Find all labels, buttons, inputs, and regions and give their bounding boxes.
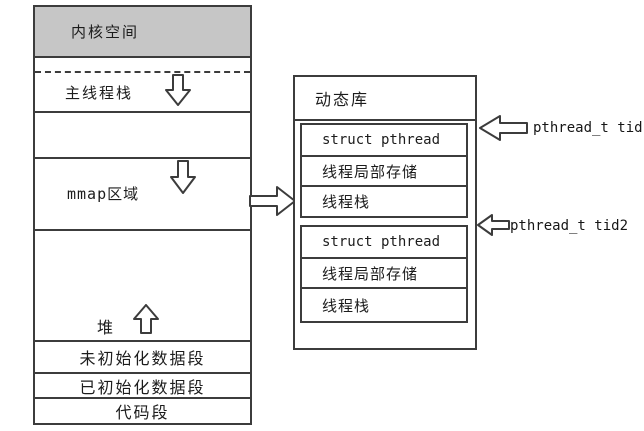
- pthread-tid1-label: pthread_t tid: [533, 120, 643, 136]
- thread-stack-row: 线程栈: [302, 187, 466, 216]
- thread-local-storage-label: 线程局部存储: [322, 162, 419, 181]
- down-arrow-icon: [170, 160, 196, 195]
- unused-gap-segment: [35, 113, 250, 160]
- process-address-space-column: 内核空间 主线程栈 mmap区域 堆: [33, 5, 252, 425]
- code-segment-label: 代码段: [115, 403, 170, 422]
- struct-pthread-row: struct pthread: [302, 125, 466, 157]
- main-thread-stack-label: 主线程栈: [65, 83, 134, 102]
- mmap-area-segment: mmap区域: [35, 159, 250, 231]
- right-arrow-icon: [249, 185, 297, 217]
- stack-top-strip: [35, 58, 250, 74]
- kernel-space-segment: 内核空间: [35, 7, 250, 59]
- struct-pthread-label: struct pthread: [322, 234, 441, 250]
- down-arrow-icon: [165, 74, 191, 107]
- initialized-data-label: 已初始化数据段: [79, 377, 206, 397]
- dynamic-library-header: 动态库: [295, 77, 475, 121]
- dynamic-library-box: 动态库 struct pthread 线程局部存储 线程栈 struct pth…: [293, 75, 477, 350]
- thread-local-storage-row: 线程局部存储: [302, 259, 466, 289]
- initialized-data-segment: 已初始化数据段: [35, 374, 250, 399]
- left-arrow-icon: [478, 115, 528, 141]
- heap-label-group: 堆: [97, 304, 160, 338]
- kernel-space-label: 内核空间: [71, 23, 140, 42]
- code-segment: 代码段: [35, 399, 250, 423]
- heap-segment: 堆: [35, 231, 250, 343]
- left-arrow-icon: [476, 214, 510, 236]
- struct-pthread-label: struct pthread: [322, 132, 441, 148]
- uninitialized-data-segment: 未初始化数据段: [35, 342, 250, 374]
- thread-block-1: struct pthread 线程局部存储 线程栈: [300, 123, 468, 218]
- up-arrow-icon: [133, 304, 160, 338]
- thread-stack-row: 线程栈: [302, 289, 466, 321]
- mmap-area-label: mmap区域: [67, 185, 140, 204]
- heap-label: 堆: [97, 318, 116, 338]
- thread-stack-label: 线程栈: [322, 296, 371, 315]
- thread-local-storage-label: 线程局部存储: [322, 264, 419, 283]
- main-thread-stack-segment: 主线程栈: [35, 73, 250, 113]
- dynamic-library-label: 动态库: [315, 90, 370, 109]
- struct-pthread-row: struct pthread: [302, 227, 466, 259]
- uninitialized-data-label: 未初始化数据段: [79, 349, 206, 369]
- thread-stack-label: 线程栈: [322, 193, 371, 211]
- thread-local-storage-row: 线程局部存储: [302, 157, 466, 187]
- thread-block-2: struct pthread 线程局部存储 线程栈: [300, 225, 468, 323]
- pthread-tid2-label: pthread_t tid2: [510, 218, 629, 234]
